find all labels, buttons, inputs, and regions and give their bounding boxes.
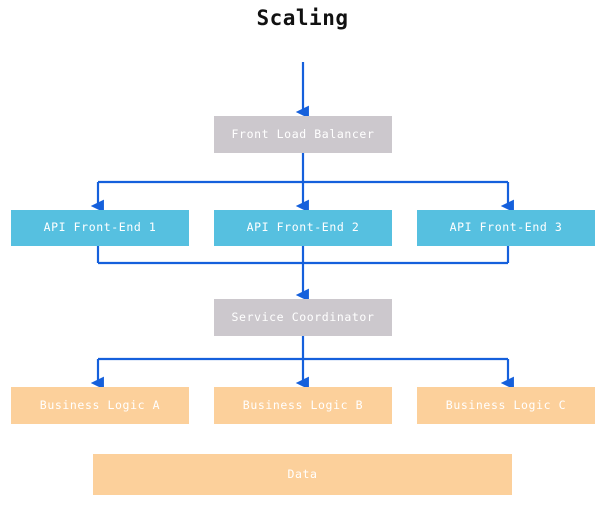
- node-business-logic-a[interactable]: Business Logic A: [11, 387, 189, 424]
- node-label: Business Logic C: [445, 397, 567, 412]
- node-front-load-balancer[interactable]: Front Load Balancer: [214, 116, 392, 153]
- node-data[interactable]: Data: [93, 454, 512, 495]
- node-api-front-end-1[interactable]: API Front-End 1: [11, 210, 189, 246]
- node-label: Business Logic A: [39, 397, 161, 412]
- node-business-logic-b[interactable]: Business Logic B: [214, 387, 392, 424]
- node-api-front-end-3[interactable]: API Front-End 3: [417, 210, 595, 246]
- node-api-front-end-2[interactable]: API Front-End 2: [214, 210, 392, 246]
- page-title: Scaling: [256, 6, 349, 30]
- node-label: Service Coordinator: [231, 309, 375, 324]
- node-service-coordinator[interactable]: Service Coordinator: [214, 299, 392, 336]
- node-label: API Front-End 1: [43, 220, 157, 235]
- node-label: Front Load Balancer: [231, 126, 375, 141]
- node-label: API Front-End 3: [449, 220, 563, 235]
- node-label: Data: [287, 466, 318, 481]
- node-label: API Front-End 2: [246, 220, 360, 235]
- node-label: Business Logic B: [242, 397, 364, 412]
- node-business-logic-c[interactable]: Business Logic C: [417, 387, 595, 424]
